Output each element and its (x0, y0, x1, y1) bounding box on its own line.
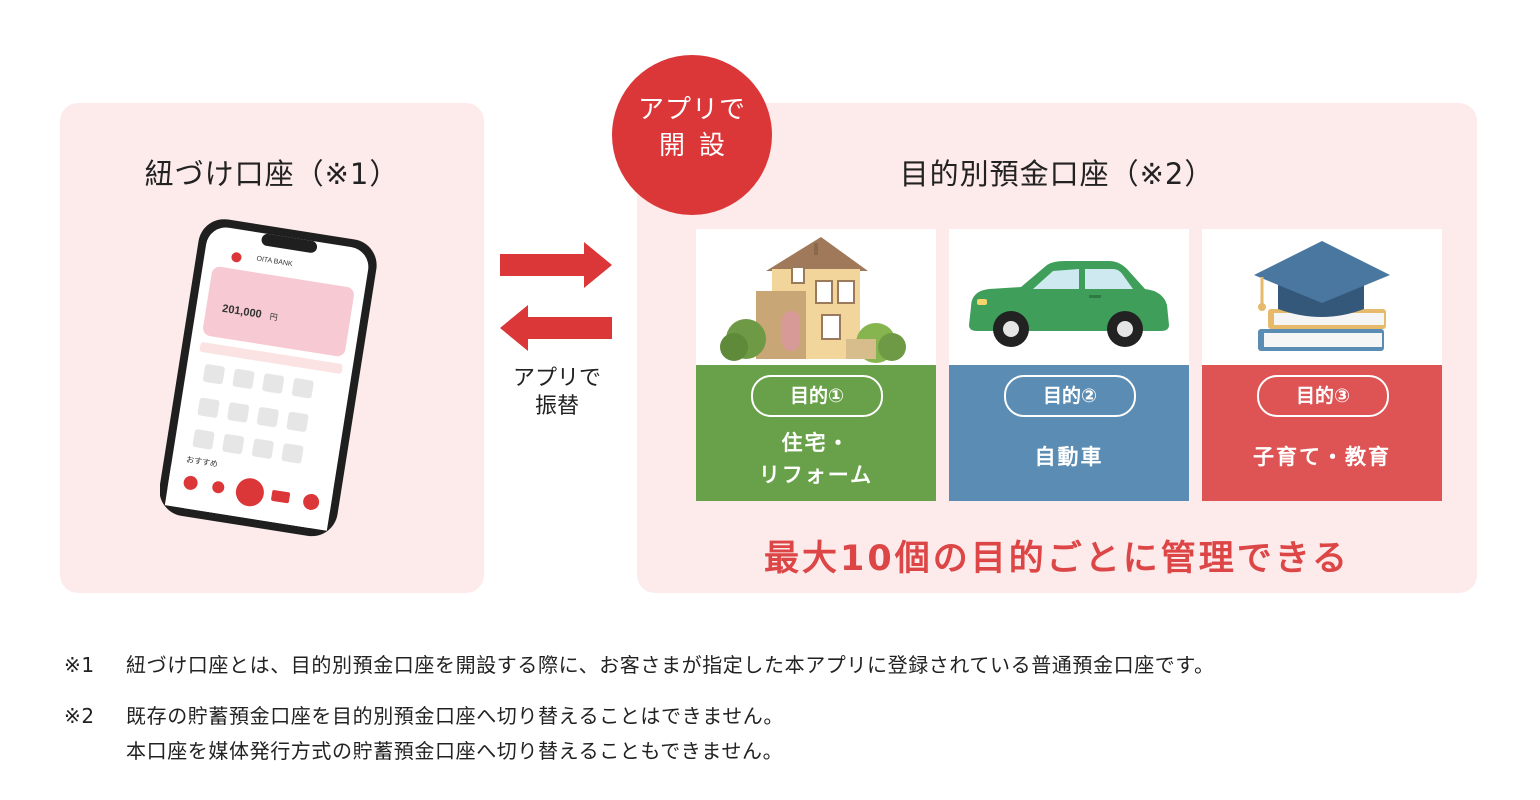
purpose-tag-2: 目的② (1004, 375, 1136, 417)
transfer-caption-line2: 振替 (534, 394, 579, 419)
open-in-app-badge: アプリで 開設 (612, 55, 772, 215)
purpose-tag-1: 目的① (751, 375, 883, 417)
purpose-tag-3: 目的③ (1257, 375, 1389, 417)
purpose-label-1b: リフォーム (758, 463, 874, 487)
purpose-band-2: 目的② 自動車 (949, 365, 1189, 501)
purpose-card-car: 目的② 自動車 (949, 229, 1189, 501)
badge-line2: 開設 (658, 131, 739, 161)
badge-line1: アプリで (637, 95, 746, 125)
purpose-label-3: 子育て・教育 (1253, 445, 1391, 469)
purpose-card-housing: 目的① 住宅・ リフォーム (696, 229, 936, 501)
house-icon (720, 237, 906, 363)
footnote-2-text-line2: 本口座を媒体発行方式の貯蓄預金口座へ切り替えることもできません。 (126, 739, 784, 763)
transfer-caption: アプリで 振替 (497, 365, 617, 421)
purpose-label-1a: 住宅・ (781, 431, 851, 455)
smartphone-illustration: OITA BANK 201,000 円 おすすめ (160, 219, 377, 537)
left-arrow-icon (500, 305, 612, 351)
linked-account-title: 紐づけ口座（※1） (144, 157, 400, 191)
footnote-2-continued: 本口座を媒体発行方式の貯蓄預金口座へ切り替えることもできません。 (64, 735, 783, 764)
purpose-label-2: 自動車 (1034, 445, 1104, 469)
footnote-2-text: 既存の貯蓄預金口座を目的別預金口座へ切り替えることはできません。 (126, 704, 784, 728)
footnote-2: ※2 既存の貯蓄預金口座を目的別預金口座へ切り替えることはできません。 (64, 700, 784, 729)
car-icon (969, 261, 1169, 347)
transfer-caption-line1: アプリで (512, 366, 601, 391)
balance-unit: 円 (269, 312, 278, 322)
graduation-cap-icon (1254, 241, 1390, 351)
purpose-band-3: 目的③ 子育て・教育 (1202, 365, 1442, 501)
right-arrow-icon (500, 242, 612, 288)
footnote-1-text: 紐づけ口座とは、目的別預金口座を開設する際に、お客さまが指定した本アプリに登録さ… (126, 653, 1215, 677)
footnote-2-mark: ※2 (64, 704, 95, 728)
footnote-1-mark: ※1 (64, 653, 95, 677)
footnote-1: ※1 紐づけ口座とは、目的別預金口座を開設する際に、お客さまが指定した本アプリに登… (64, 649, 1215, 678)
purpose-band-1: 目的① 住宅・ リフォーム (696, 365, 936, 501)
purpose-card-education: 目的③ 子育て・教育 (1202, 229, 1442, 501)
headline-manage-10-purposes: 最大10個の目的ごとに管理できる (763, 539, 1350, 579)
purpose-account-title: 目的別預金口座（※2） (899, 157, 1215, 191)
